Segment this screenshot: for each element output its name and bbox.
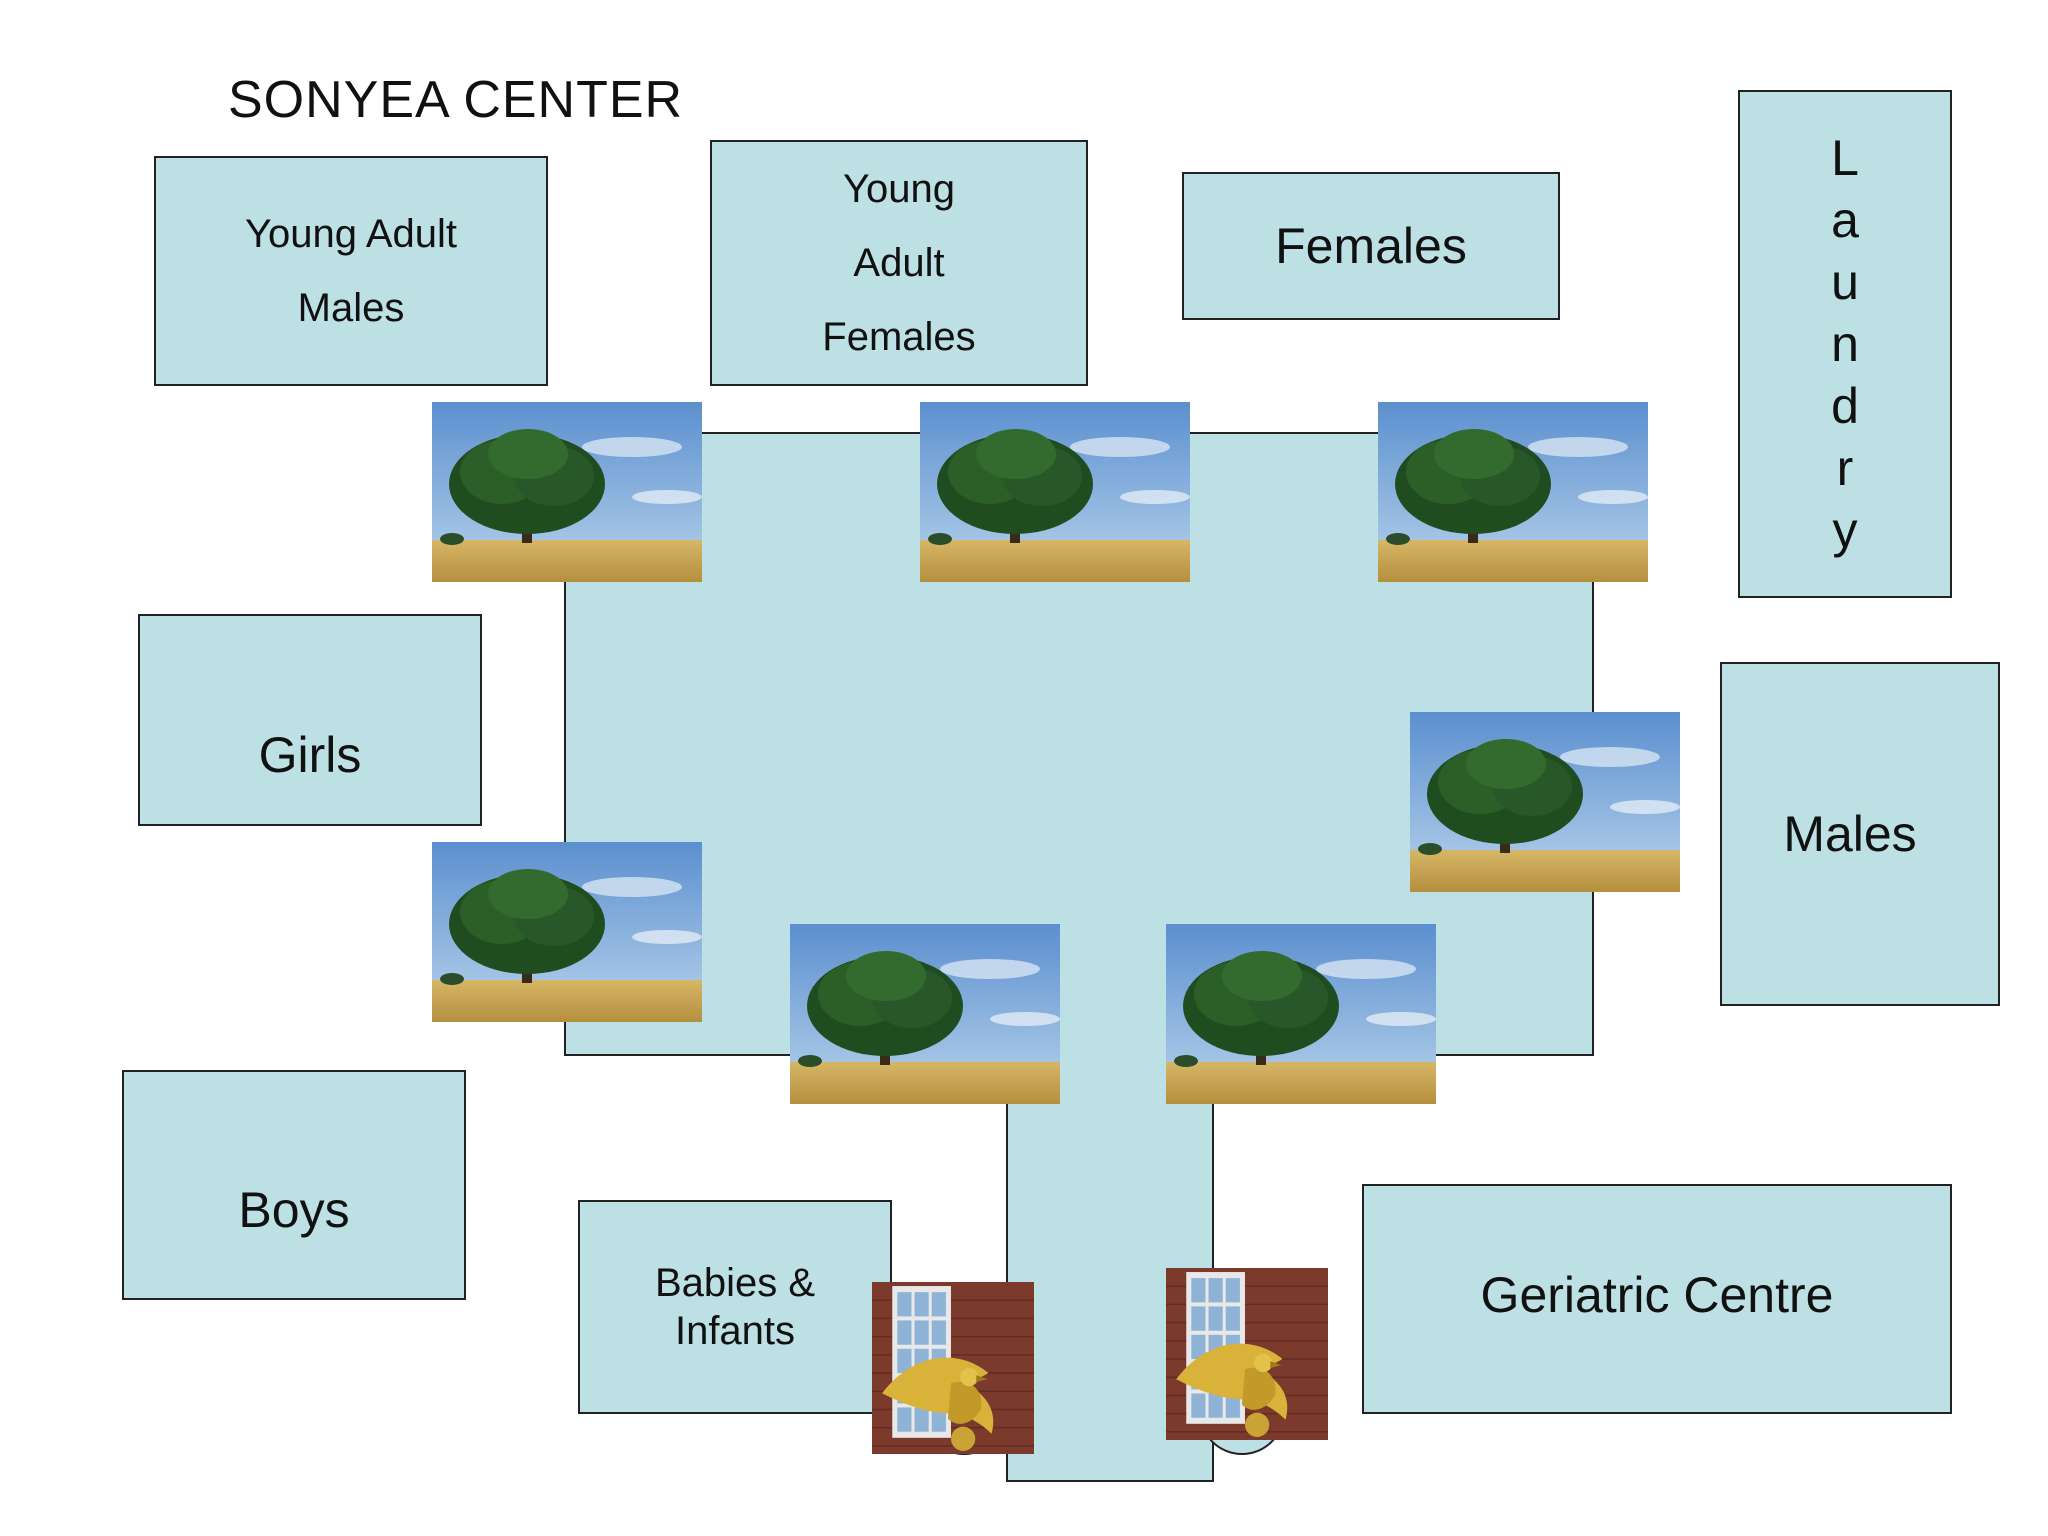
building-boys: Boys — [122, 1070, 466, 1300]
tree-photo-icon — [1166, 924, 1436, 1104]
young-adult-females-line2: Adult — [853, 241, 945, 285]
tree-photo-icon — [1378, 402, 1648, 582]
building-young-adult-males: Young Adult Males — [154, 156, 548, 386]
laundry-letter-2: a — [1831, 192, 1859, 248]
babies-infants-line1: Babies & — [654, 1261, 816, 1305]
building-young-adult-females: Young Adult Females — [710, 140, 1088, 386]
building-females: Females — [1182, 172, 1560, 320]
eagle-window-photo-icon — [872, 1282, 1034, 1454]
tree-photo-icon — [432, 842, 702, 1022]
young-adult-males-line2: Males — [297, 286, 405, 330]
building-geriatric-centre: Geriatric Centre — [1362, 1184, 1952, 1414]
young-adult-males-line1: Young Adult — [244, 212, 458, 256]
tree-photo-icon — [1410, 712, 1680, 892]
building-males: Males — [1720, 662, 2000, 1006]
laundry-letter-1: L — [1831, 130, 1859, 186]
boys-label: Boys — [238, 1182, 350, 1238]
building-girls: Girls — [138, 614, 482, 826]
building-laundry: L a u n d r y — [1738, 90, 1952, 598]
laundry-letter-4: n — [1831, 316, 1859, 372]
laundry-letter-7: y — [1832, 502, 1858, 558]
page-title: SONYEA CENTER — [228, 71, 684, 129]
eagle-window-photo-icon — [1166, 1268, 1328, 1440]
girls-label: Girls — [258, 727, 362, 783]
laundry-letter-3: u — [1831, 254, 1859, 310]
tree-photo-icon — [432, 402, 702, 582]
laundry-letter-5: d — [1831, 378, 1859, 434]
geriatric-centre-label: Geriatric Centre — [1480, 1267, 1834, 1323]
females-label: Females — [1275, 218, 1467, 274]
building-babies-infants: Babies & Infants — [578, 1200, 892, 1414]
babies-infants-line2: Infants — [674, 1309, 796, 1353]
young-adult-females-line1: Young — [843, 167, 955, 211]
tree-photo-icon — [920, 402, 1190, 582]
tree-photo-icon — [790, 924, 1060, 1104]
males-label: Males — [1783, 806, 1917, 862]
laundry-letter-6: r — [1836, 440, 1854, 496]
young-adult-females-line3: Females — [822, 315, 976, 359]
